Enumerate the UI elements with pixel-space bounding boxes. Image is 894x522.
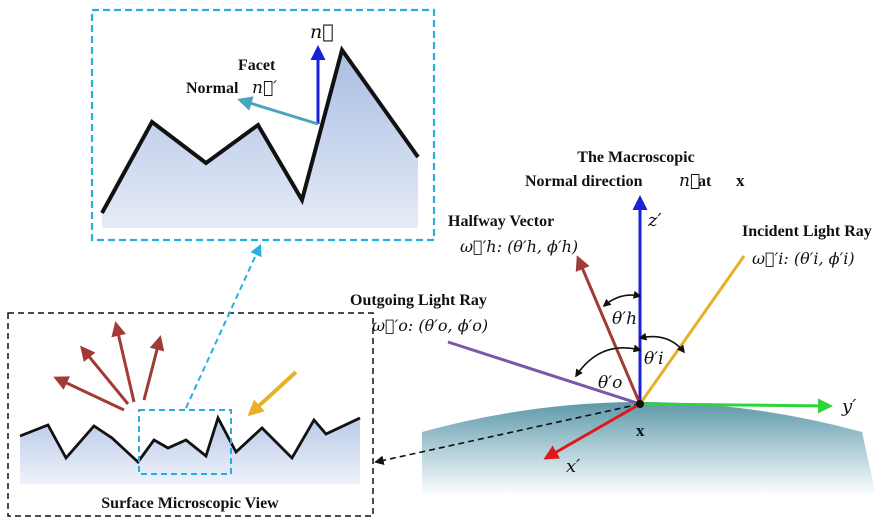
macro-title-line2: Normal direction: [525, 173, 643, 190]
macro-title-at: at: [698, 173, 712, 190]
y-axis-label: y′: [841, 396, 856, 417]
theta-i-arc: [638, 332, 686, 354]
zoom-connector-arrow: [185, 243, 262, 409]
macro-title-symbol: n⃗: [679, 171, 700, 191]
zoom-panel: n⃗ Facet Normal n⃗′: [90, 8, 436, 242]
facet-surface-fill: [102, 50, 418, 228]
theta-h-label: θ′h: [612, 309, 637, 329]
theta-o-label: θ′o: [598, 373, 622, 393]
halfway-label: Halfway Vector: [448, 213, 554, 230]
normal-symbol-zoom: n⃗: [310, 21, 334, 43]
theta-h-arc: [602, 290, 642, 308]
macro-view: The Macroscopic Normal direction n⃗ at x…: [350, 149, 876, 496]
facet-normal-symbol: n⃗′: [252, 78, 277, 98]
micro-connector-arrow: [374, 403, 641, 466]
incident-label: Incident Light Ray: [742, 223, 872, 240]
incident-ray-micro: [247, 370, 298, 417]
y-axis-arrow: [639, 398, 833, 414]
reflected-ray-4: [142, 335, 165, 401]
origin-point: [636, 400, 644, 408]
incident-light-ray: [638, 255, 746, 405]
origin-label: x: [636, 421, 645, 440]
outgoing-label: Outgoing Light Ray: [350, 292, 487, 309]
theta-o-arc: [575, 344, 642, 378]
macro-surface-dome: [422, 402, 876, 496]
outgoing-light-ray: [447, 340, 641, 406]
micro-caption: Surface Microscopic View: [101, 495, 279, 512]
halfway-symbol: ω⃗′h: (θ′h, ϕ′h): [460, 237, 578, 256]
reflected-ray-2: [80, 345, 130, 405]
theta-i-label: θ′i: [644, 349, 664, 369]
x-axis-label: x′: [566, 456, 580, 477]
reflected-ray-3: [111, 321, 136, 403]
micro-panel: Surface Microscopic View: [7, 312, 374, 517]
facet-label-line1: Facet: [238, 57, 276, 74]
facet-normal-arrow: [237, 96, 319, 126]
outgoing-symbol: ω⃗′o: (θ′o, ϕ′o): [372, 316, 488, 335]
micro-zoom-region: [138, 409, 232, 475]
zoom-panel-border: [90, 8, 436, 242]
halfway-vector-arrow: [575, 255, 642, 405]
macro-title-x: x: [736, 171, 745, 190]
reflected-ray-1: [53, 376, 125, 412]
x-axis-arrow: [543, 402, 641, 460]
incident-symbol: ω⃗′i: (θ′i, ϕ′i): [752, 249, 855, 268]
z-axis-label: z′: [647, 210, 662, 231]
micro-surface-line: [19, 414, 361, 465]
macro-title-line1: The Macroscopic: [577, 149, 694, 166]
facet-label-line2: Normal: [186, 80, 239, 97]
facet-profile-line: [100, 45, 420, 214]
micro-panel-border: [7, 312, 374, 517]
